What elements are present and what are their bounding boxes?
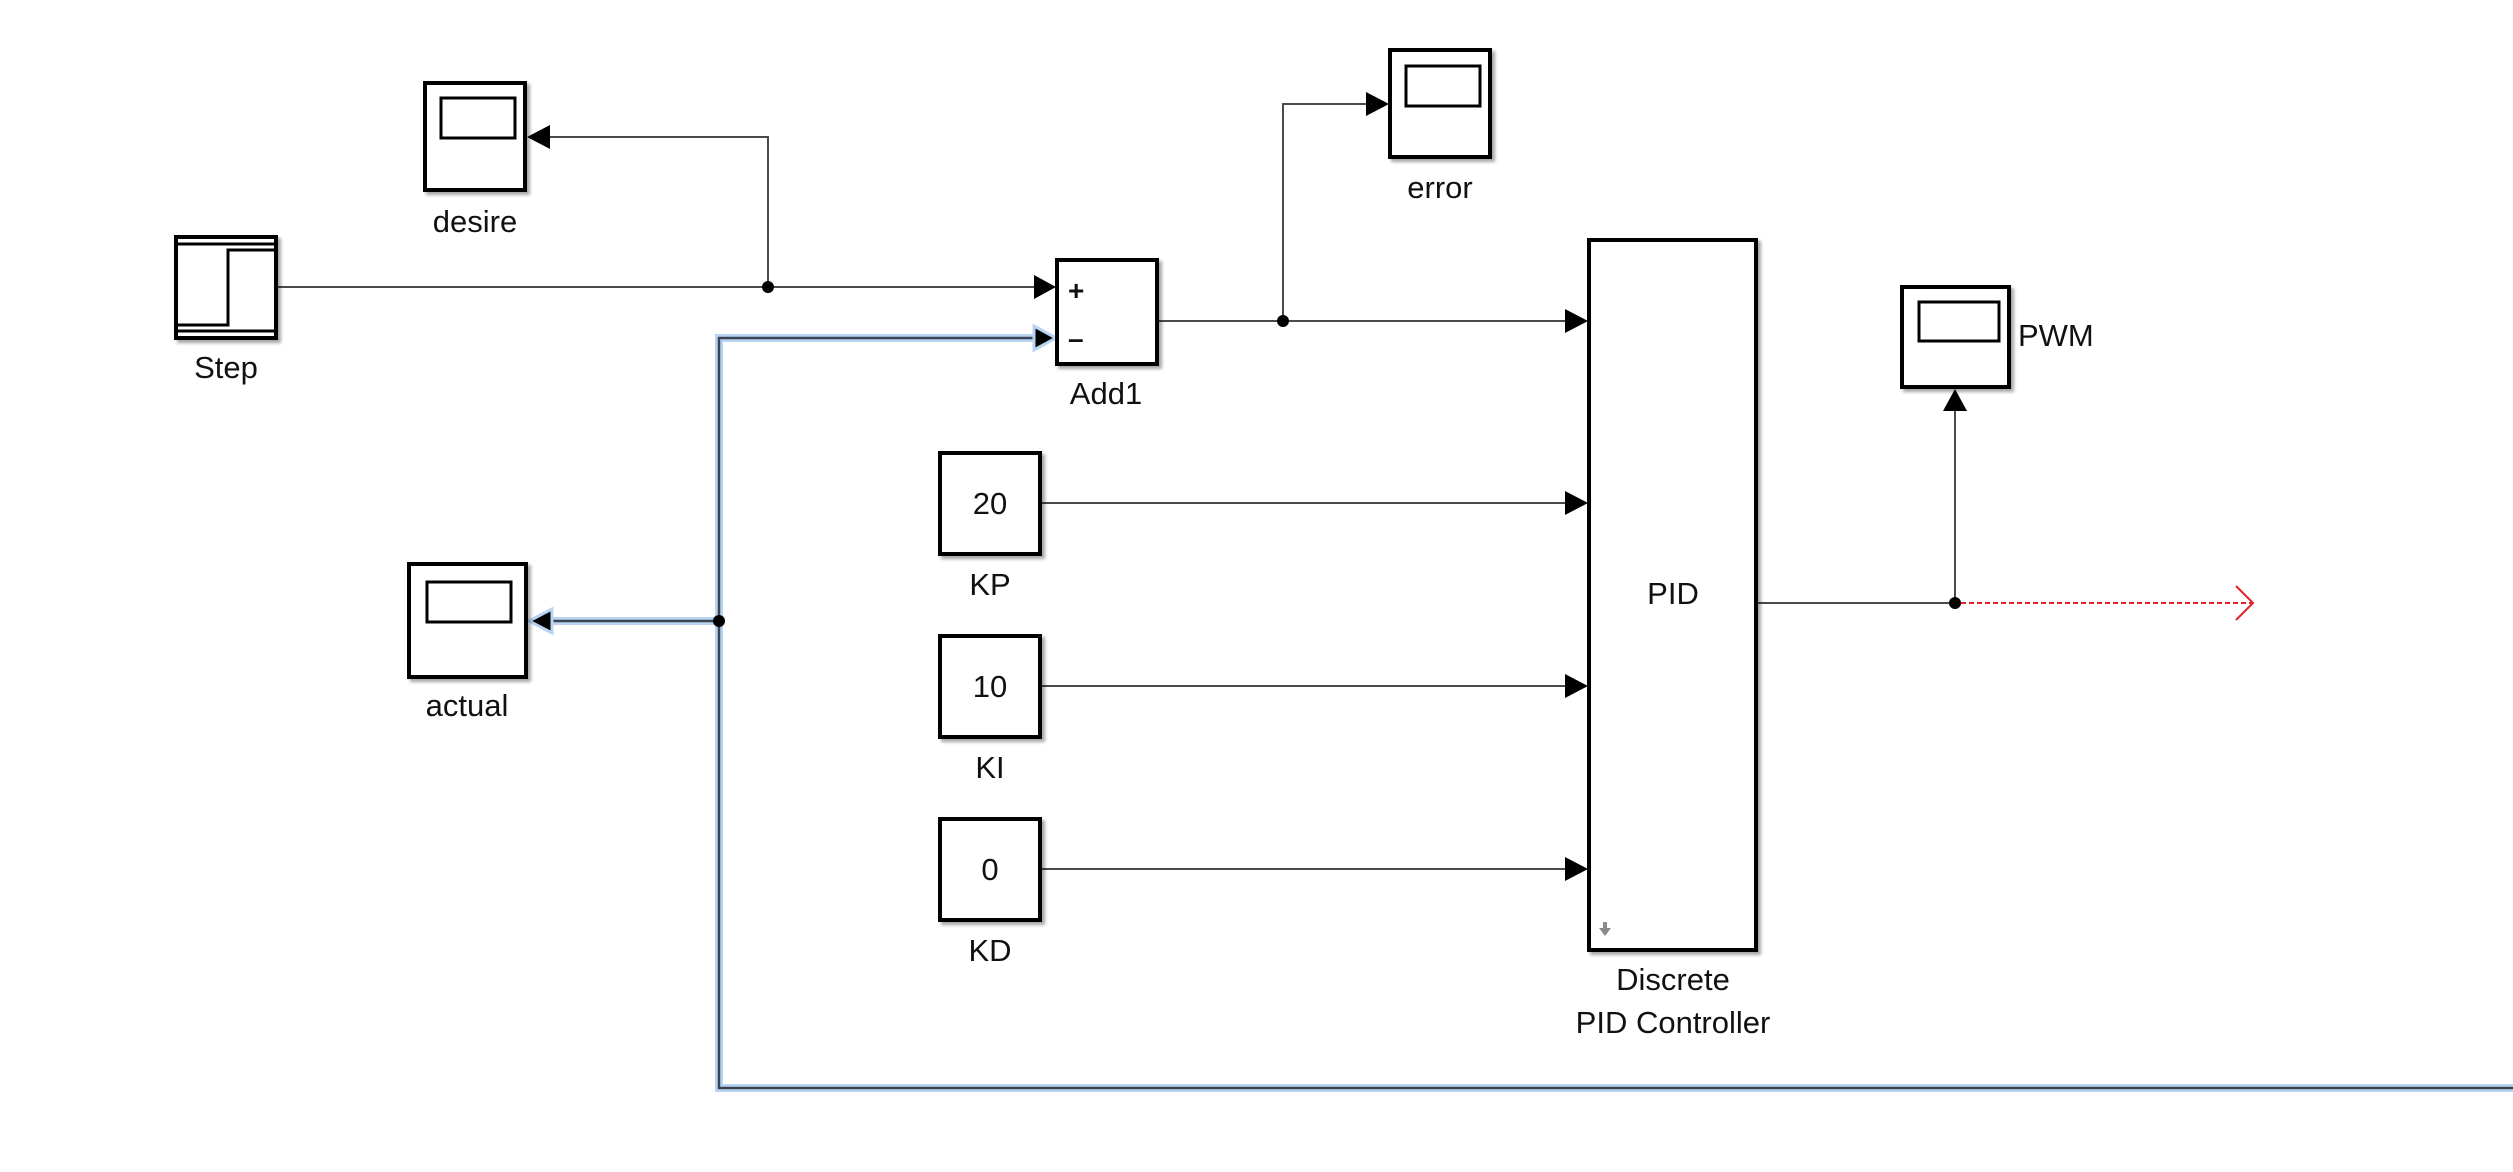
feedback-wire-highlight	[548, 334, 2513, 1092]
scope-icon	[1404, 64, 1482, 108]
arrowhead-pid-in4	[1565, 857, 1588, 881]
pid-label-line2: PID Controller	[1576, 1005, 1771, 1040]
arrowhead-pwm	[1943, 389, 1967, 411]
arrowhead-actual	[525, 606, 554, 636]
pwm-scope-block[interactable]: PWM	[1900, 285, 2094, 389]
wire-branch-to-desire[interactable]	[550, 136, 769, 287]
scope-icon	[425, 580, 513, 624]
branch-point-actual	[713, 615, 725, 627]
unconnected-arrowhead-icon	[2235, 585, 2255, 621]
actual-label: actual	[426, 688, 509, 723]
kp-label: KP	[969, 567, 1010, 602]
error-label: error	[1407, 170, 1472, 205]
branch-point-error	[1277, 315, 1289, 327]
kp-value: 20	[973, 486, 1007, 521]
add1-label: Add1	[1070, 376, 1142, 411]
add1-minus-sign: –	[1068, 323, 1084, 354]
desire-scope-block[interactable]: desire	[423, 81, 527, 239]
arrowhead-desire	[527, 125, 550, 149]
branch-point-desire	[762, 281, 774, 293]
wire-branch-to-error[interactable]	[1282, 103, 1368, 321]
actual-scope-block[interactable]: actual	[407, 562, 528, 723]
step-label: Step	[194, 350, 258, 385]
down-arrow-icon	[1599, 922, 1611, 936]
ki-value: 10	[973, 669, 1007, 704]
feedback-wire[interactable]	[548, 336, 2513, 1090]
ki-constant-block[interactable]: 10 KI	[938, 634, 1042, 785]
arrowhead-add1-plus	[1034, 275, 1056, 299]
arrowhead-pid-in3	[1565, 674, 1588, 698]
error-scope-block[interactable]: error	[1388, 48, 1492, 205]
arrowhead-pid-in2	[1565, 491, 1588, 515]
pid-controller-block[interactable]: PID Discrete PID Controller	[1576, 238, 1771, 1040]
desire-label: desire	[433, 204, 517, 239]
kd-constant-block[interactable]: 0 KD	[938, 817, 1042, 968]
pid-label-line1: Discrete	[1616, 962, 1730, 997]
step-function-icon	[178, 242, 274, 333]
step-block[interactable]: Step	[174, 235, 278, 385]
ki-label: KI	[975, 750, 1004, 785]
pwm-label: PWM	[2018, 318, 2094, 353]
pid-block-text: PID	[1647, 576, 1699, 611]
arrowhead-error	[1366, 92, 1389, 116]
kd-label: KD	[968, 933, 1011, 968]
branch-point-pwm	[1949, 597, 1961, 609]
add1-plus-sign: +	[1068, 275, 1084, 306]
scope-icon	[439, 96, 517, 140]
add1-block[interactable]: + – Add1	[1055, 258, 1159, 411]
scope-icon	[1917, 300, 2001, 343]
arrowhead-add1-minus	[1032, 323, 1060, 353]
kd-value: 0	[981, 852, 998, 887]
arrowhead-pid-in1	[1565, 309, 1588, 333]
kp-constant-block[interactable]: 20 KP	[938, 451, 1042, 602]
